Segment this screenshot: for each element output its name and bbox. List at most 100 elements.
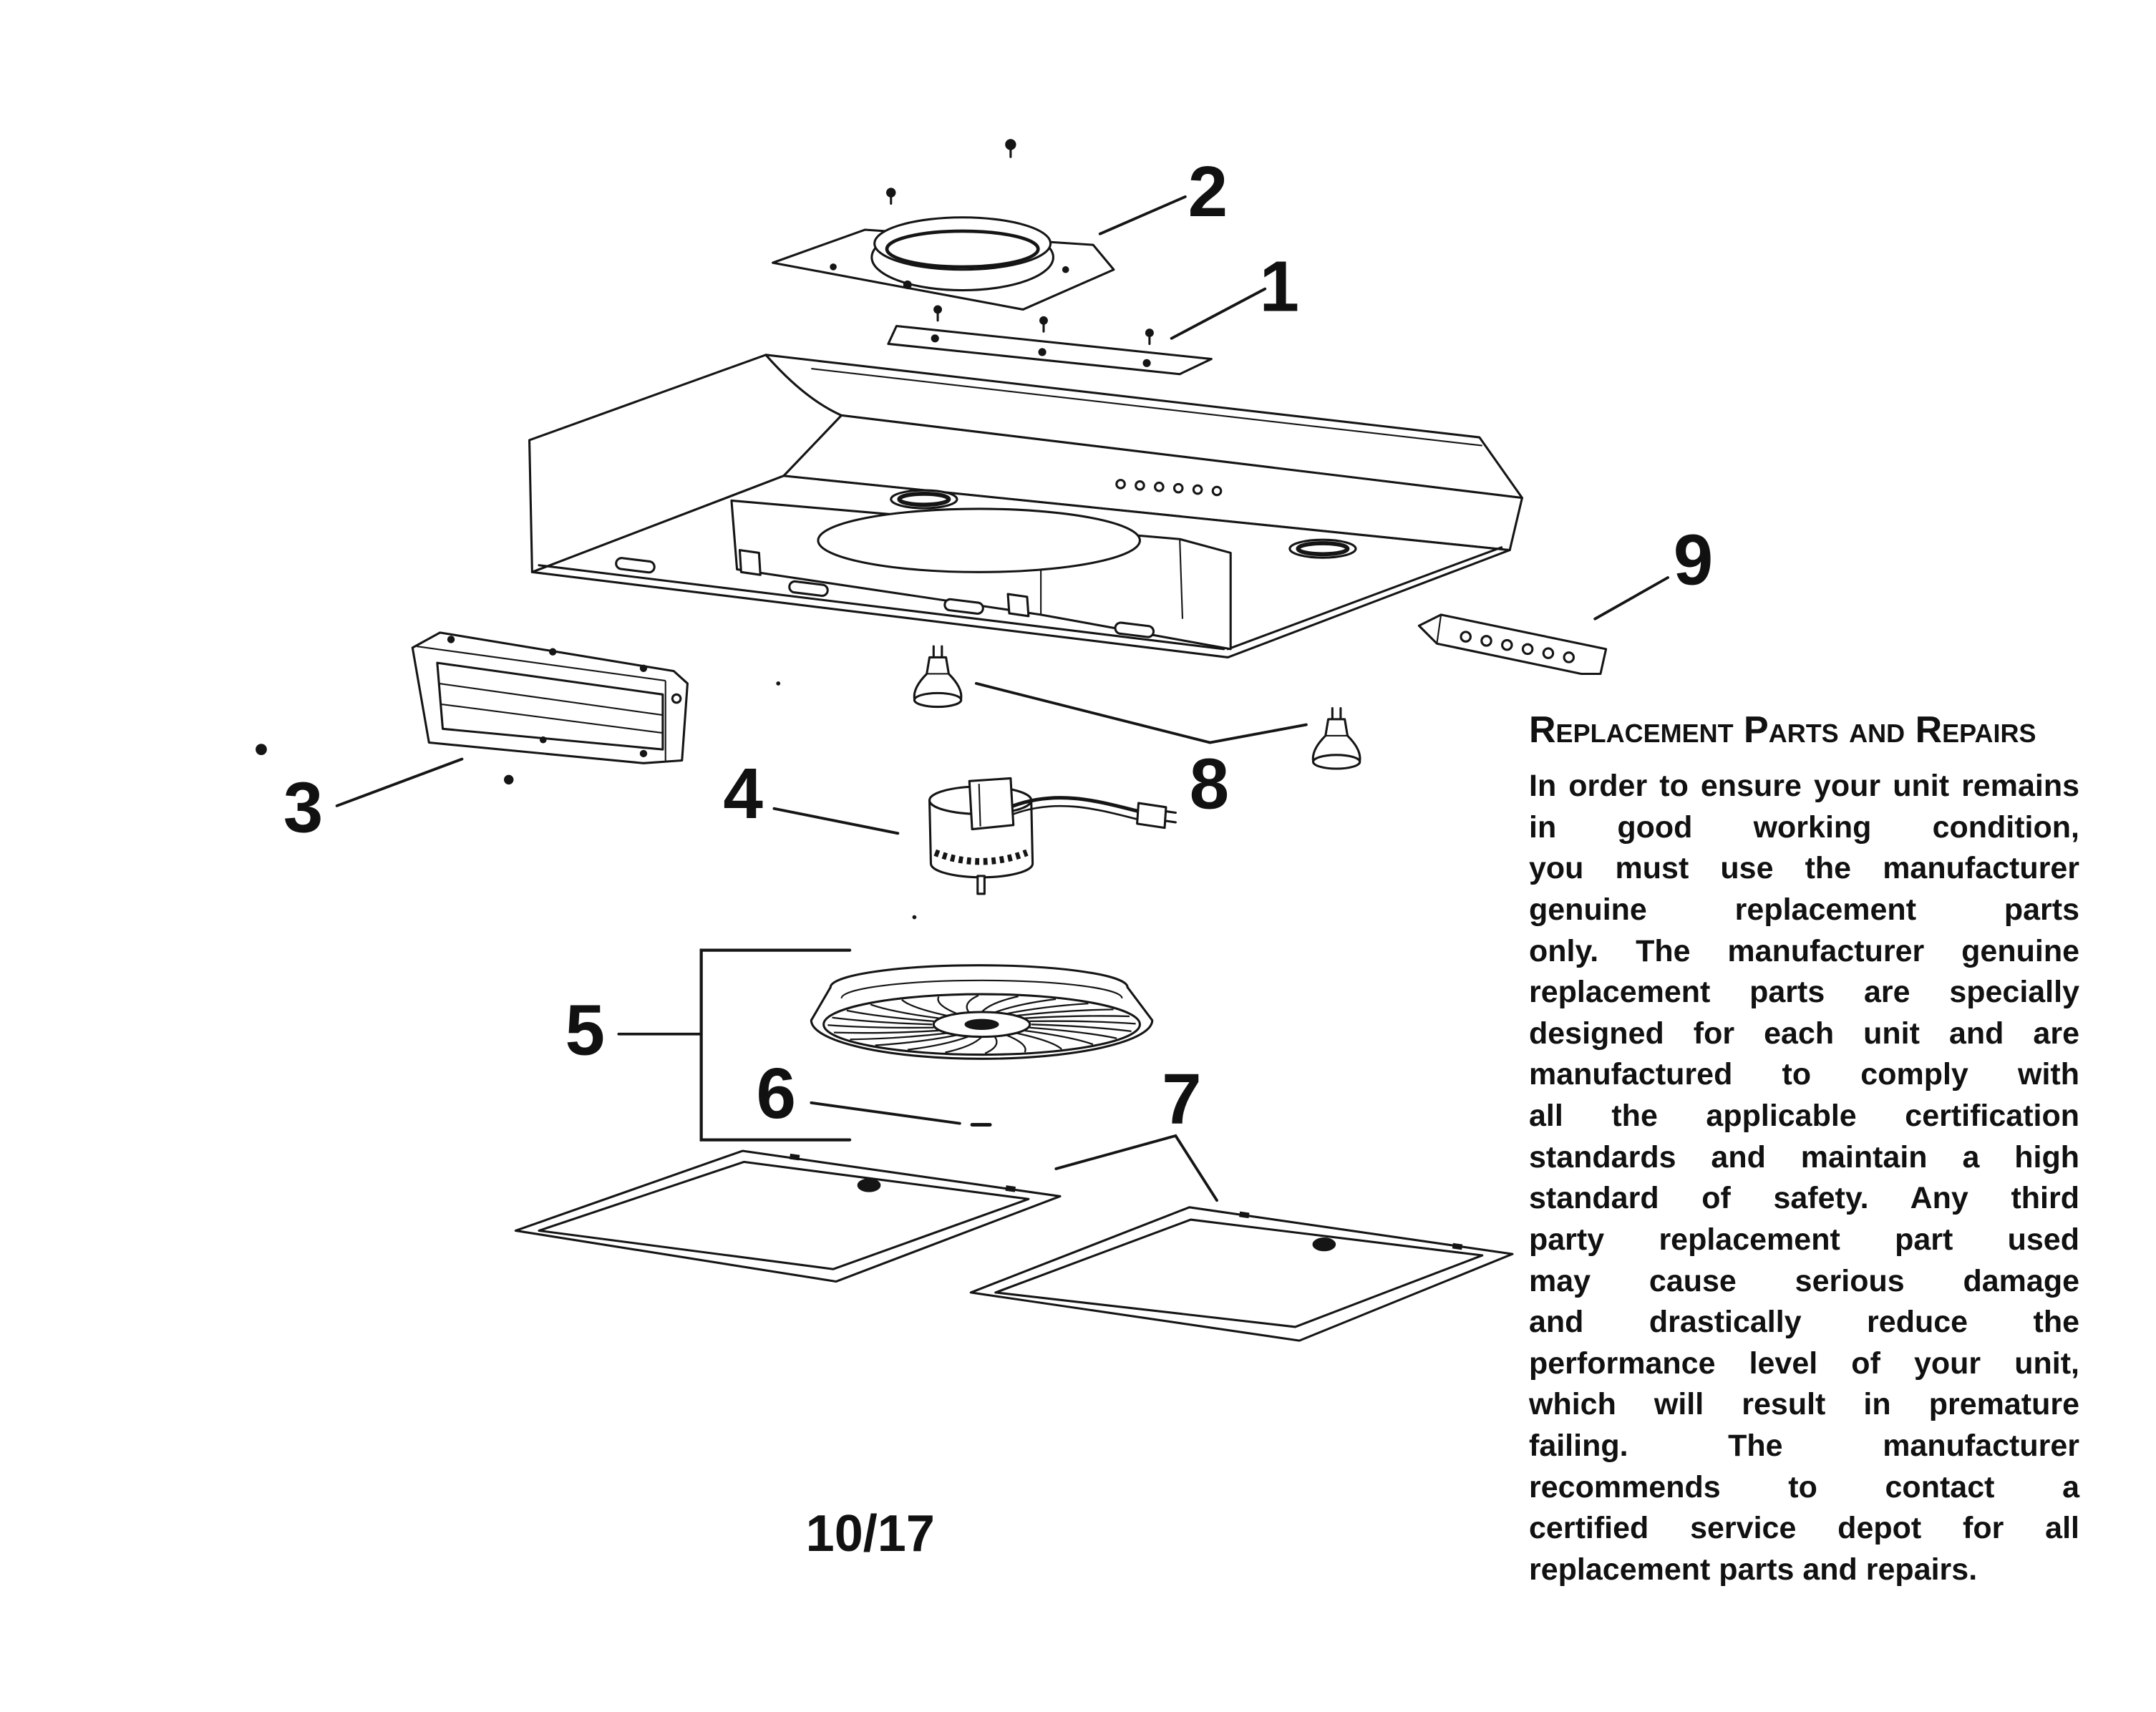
fan-blade (1006, 1002, 1089, 1015)
duct-adapter-plate (772, 216, 1115, 311)
fan-blade (1029, 1026, 1117, 1039)
paragraph-line: replacement parts are specially (1529, 975, 2079, 1010)
fan-blade (945, 1036, 983, 1054)
fan-blade (907, 1035, 970, 1051)
halogen-lamp-left (913, 645, 963, 709)
leader-lines (335, 195, 1669, 1202)
callout-1: 1 (1260, 247, 1300, 326)
paragraph-line: manufactured to comply with (1529, 1057, 2079, 1092)
control-buttons (1115, 479, 1223, 497)
paragraph-line: only. The manufacturer genuine (1529, 933, 2079, 968)
paragraph-line: designed for each unit and are (1529, 1016, 2079, 1051)
fan-blade (1016, 1032, 1062, 1050)
section-heading: Replacement Parts and Repairs (1529, 709, 2036, 751)
callout-7: 7 (1162, 1060, 1202, 1139)
screw (504, 774, 514, 785)
paragraph-line: in good working condition, (1529, 809, 2079, 845)
fan-blade (966, 994, 979, 1013)
fan-blade (870, 1003, 939, 1019)
fan-blade (834, 1029, 939, 1034)
motor-power-cord (1011, 796, 1141, 814)
paragraph-line: performance level of your unit, (1529, 1346, 2079, 1381)
mounting-tab (738, 549, 762, 576)
callout-6: 6 (757, 1054, 797, 1134)
paragraph-line: recommends to contact a (1529, 1469, 2079, 1504)
notice-paragraph: In order to ensure your unit remains in … (1529, 766, 2079, 1591)
screw (1005, 139, 1016, 158)
filter-knob (857, 1178, 881, 1192)
paragraph-line: certified service depot for all (1529, 1511, 2079, 1546)
screw (1145, 329, 1154, 345)
fan-blade (1029, 1020, 1136, 1025)
fan-blade (827, 1024, 934, 1029)
paragraph-line: In order to ensure your unit remains (1529, 769, 2079, 803)
fan-blade (1016, 1008, 1114, 1017)
power-plug (1136, 802, 1167, 830)
grease-filter-right (969, 1206, 1514, 1342)
fan-blade (901, 998, 947, 1017)
fan-blade (1006, 1034, 1026, 1053)
hood-body (528, 354, 1523, 658)
paragraph-line: which will result in premature (1529, 1387, 2079, 1422)
leader-line-2 (1098, 195, 1187, 235)
bracket-5 (699, 948, 852, 1142)
page-number: 10/17 (806, 1505, 935, 1562)
fan-blades (827, 994, 1136, 1054)
leader-line-8 (974, 682, 1308, 744)
loose-screws (256, 139, 1183, 920)
grease-filter-left (514, 1149, 1062, 1283)
halogen-lamp-right (1311, 706, 1361, 770)
leader-line-4 (772, 807, 900, 835)
paragraph-line: standards and maintain a high (1529, 1139, 2079, 1174)
motor-terminal-box (968, 777, 1015, 831)
speck (912, 915, 917, 920)
motor (928, 777, 1177, 895)
light-switch-bracket (1417, 613, 1608, 676)
callout-4: 4 (723, 754, 763, 834)
callout-2: 2 (1188, 152, 1228, 232)
paragraph-line: all the applicable certification (1529, 1099, 2079, 1133)
motor-shaft (976, 875, 986, 895)
paragraph-line: party replacement part used (1529, 1222, 2079, 1257)
leader-line-6 (810, 1101, 961, 1125)
fan-blade (937, 996, 958, 1015)
leader-line-9 (1593, 576, 1669, 621)
paragraph-line: you must use the manufacturer (1529, 851, 2079, 886)
fan-blade (984, 1036, 998, 1054)
callouts: 1 2 3 4 5 6 7 8 9 (283, 152, 1714, 1139)
screw (256, 744, 267, 756)
speck (776, 681, 781, 686)
underside-vents (615, 557, 1155, 638)
paragraph-line: standard of safety. Any third (1529, 1181, 2079, 1216)
callout-8: 8 (1190, 745, 1230, 825)
paragraph-line: and drastically reduce the (1529, 1305, 2079, 1340)
callout-9: 9 (1674, 521, 1714, 600)
screw (933, 305, 943, 322)
filter-knob (1312, 1237, 1336, 1252)
paragraph-line: failing. The manufacturer (1529, 1429, 2079, 1463)
fan-blade (846, 1009, 934, 1023)
lamp-socket-right (1288, 538, 1357, 559)
callout-3: 3 (283, 768, 324, 847)
fan-opening (817, 507, 1141, 573)
mounting-tab (1006, 593, 1030, 618)
mounting-bracket (887, 324, 1213, 376)
leader-line-7 (1054, 1134, 1218, 1202)
blower-wheel (810, 964, 1154, 1060)
screw (1039, 316, 1048, 333)
fan-blade (994, 998, 1057, 1013)
paragraph-line: replacement parts and repairs. (1529, 1552, 1978, 1587)
fan-blade (1024, 1015, 1130, 1019)
fan-blade (850, 1032, 947, 1041)
callout-5: 5 (565, 991, 605, 1071)
fan-blade (832, 1016, 933, 1026)
paragraph-line: may cause serious damage (1529, 1263, 2079, 1298)
fan-blade (875, 1034, 958, 1046)
fan-blade (981, 996, 1019, 1013)
leader-line-3 (335, 757, 464, 807)
lamp-socket-left (890, 489, 958, 510)
fan-blade (1031, 1023, 1132, 1033)
wiring-box (411, 631, 689, 764)
